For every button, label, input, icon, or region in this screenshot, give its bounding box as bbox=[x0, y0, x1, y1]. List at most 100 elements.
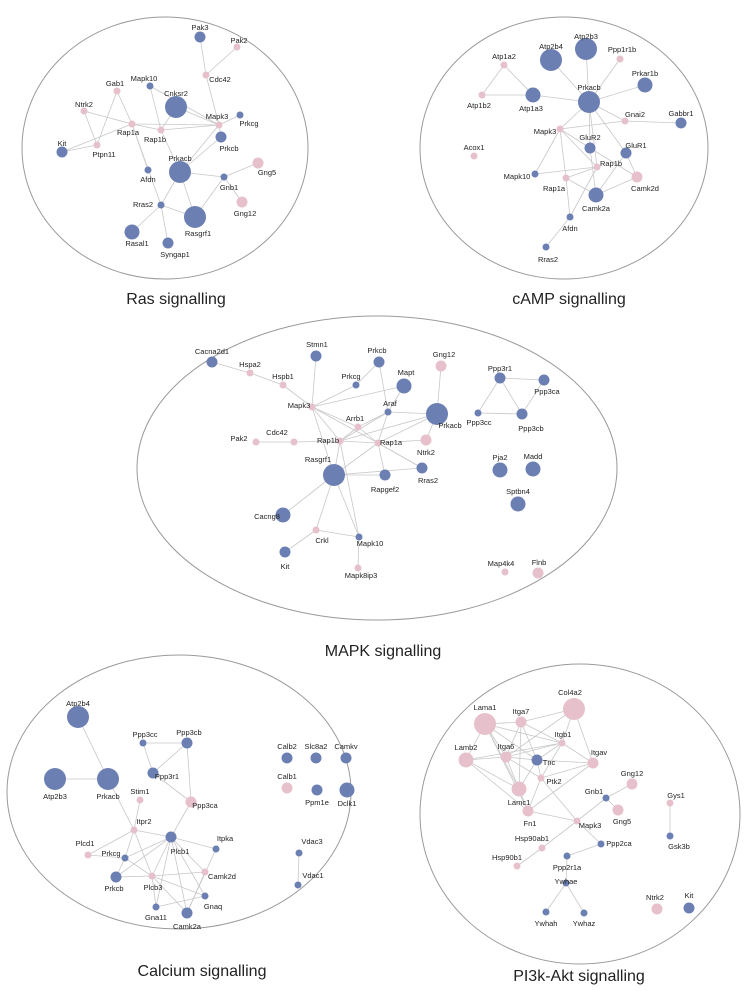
edge-itga7-itga6 bbox=[505, 721, 522, 758]
edge-mapk10-mapk8ip3 bbox=[357, 536, 360, 569]
edge-ptk2-fn1 bbox=[527, 777, 542, 812]
node-label-ppm1e: Ppm1e bbox=[305, 798, 329, 807]
node-gnb1 bbox=[602, 794, 610, 802]
edge-rap1a-rap1b bbox=[131, 123, 162, 131]
panel-mapk-signalling: Ppp3r1Cacna2d1Stmn1Gng12Ppp3caPrkcbHspa2… bbox=[136, 315, 618, 660]
node-gna11 bbox=[152, 903, 160, 911]
node-sptbn4 bbox=[510, 496, 526, 512]
edge-rap1a-mapk3 bbox=[131, 123, 220, 126]
node-label-prkar1b: Prkar1b bbox=[632, 69, 658, 78]
node-label-itgav: Itgav bbox=[591, 748, 608, 757]
node-label-atp2b3: Atp2b3 bbox=[574, 32, 598, 41]
node-stmn1 bbox=[310, 350, 322, 362]
panel-outline bbox=[419, 16, 709, 280]
node-label-rras2: Rras2 bbox=[538, 255, 558, 264]
node-label-camk2a: Camk2a bbox=[582, 204, 611, 213]
node-label-lamb2: Lamb2 bbox=[455, 743, 478, 752]
node-label-cdc42: Cdc42 bbox=[266, 428, 288, 437]
node-label-prkcg: Prkcg bbox=[101, 849, 120, 858]
node-label-calb2: Calb2 bbox=[277, 742, 297, 751]
edge-tnc-itgav bbox=[536, 759, 594, 764]
edge-itpr2-plcb3 bbox=[133, 829, 153, 877]
node-label-itpr2: Itpr2 bbox=[136, 817, 151, 826]
edge-mapk10-rap1b bbox=[534, 166, 598, 175]
node-label-mapt: Mapt bbox=[398, 368, 416, 377]
node-label-crkl: Crkl bbox=[315, 536, 329, 545]
node-plcb3 bbox=[148, 872, 156, 880]
node-prkacb bbox=[169, 161, 191, 183]
edge-mapk10-rap1b bbox=[149, 85, 162, 131]
node-rap1b bbox=[336, 437, 344, 445]
node-label-camk2d: Camk2d bbox=[208, 872, 236, 881]
edge-itpr2-prkcg bbox=[124, 829, 135, 859]
node-syngap1 bbox=[162, 237, 174, 249]
node-itgb1 bbox=[558, 739, 566, 747]
node-camk2a bbox=[181, 907, 193, 919]
node-calb1 bbox=[281, 782, 293, 794]
edge-rap1b-afdn bbox=[569, 166, 598, 218]
node-label-kit: Kit bbox=[281, 562, 291, 571]
node-label-gnb1: Gnb1 bbox=[585, 787, 603, 796]
node-ntrk2 bbox=[80, 107, 88, 115]
node-calb2 bbox=[281, 752, 293, 764]
node-itga7 bbox=[515, 716, 527, 728]
node-label-ntrk2: Ntrk2 bbox=[417, 448, 435, 457]
node-label-itga7: Itga7 bbox=[513, 707, 530, 716]
node-label-atp2b4: Atp2b4 bbox=[539, 42, 563, 51]
edge-col4a2-itga6 bbox=[505, 708, 575, 758]
node-atp1b2 bbox=[478, 91, 486, 99]
node-label-stim1: Stim1 bbox=[130, 787, 149, 796]
edge-arrb1-rap1b bbox=[339, 426, 359, 442]
node-label-ppp3r1: Ppp3r1 bbox=[488, 364, 512, 373]
edge-prkcg-mapk3 bbox=[311, 384, 357, 408]
node-ppp3cc bbox=[474, 409, 482, 417]
edge-mapk3-rap1b bbox=[559, 128, 598, 168]
edge-mapk10-mapk3 bbox=[534, 128, 561, 175]
node-label-pak2: Pak2 bbox=[230, 36, 247, 45]
node-label-prkcg: Prkcg bbox=[239, 119, 258, 128]
node-label-col4a2: Col4a2 bbox=[558, 688, 582, 697]
node-prkcb bbox=[215, 131, 227, 143]
node-rasgrf1 bbox=[184, 206, 206, 228]
edge-ptk2-mapk3 bbox=[540, 777, 578, 822]
node-label-gnaq: Gnaq bbox=[204, 902, 222, 911]
node-cdc42 bbox=[202, 71, 210, 79]
edge-itga7-itgb1 bbox=[520, 721, 563, 744]
node-plcd1 bbox=[84, 851, 92, 859]
edge-hspa2-hspb1 bbox=[249, 372, 284, 386]
node-mapk3 bbox=[556, 125, 564, 133]
node-label-hspb1: Hspb1 bbox=[272, 372, 294, 381]
node-ppp2ca bbox=[597, 840, 605, 848]
node-rap1a bbox=[128, 120, 136, 128]
node-atp2b3 bbox=[44, 768, 66, 790]
node-label-itgb1: Itgb1 bbox=[555, 730, 572, 739]
node-crkl bbox=[312, 526, 320, 534]
node-label-rras2: Rras2 bbox=[133, 200, 153, 209]
node-label-rap1a: Rap1a bbox=[543, 184, 566, 193]
edge-mapk3-rap1a bbox=[311, 406, 379, 444]
node-label-mapk10: Mapk10 bbox=[131, 74, 158, 83]
node-label-itga6: Itga6 bbox=[498, 742, 515, 751]
edge-ppp2r1a-ywhae bbox=[565, 855, 568, 884]
node-map4k4 bbox=[501, 568, 509, 576]
node-plcb1 bbox=[165, 831, 177, 843]
edge-rap1b-rap1a bbox=[339, 440, 379, 444]
node-ppp3cc bbox=[139, 739, 147, 747]
node-label-gng12: Gng12 bbox=[433, 350, 456, 359]
node-label-mapk3: Mapk3 bbox=[534, 127, 557, 136]
node-label-itpka: Itpka bbox=[217, 834, 234, 843]
node-cacng8 bbox=[275, 507, 291, 523]
edge-itpka-camk2a bbox=[186, 848, 217, 914]
node-label-araf: Araf bbox=[383, 399, 398, 408]
node-gabbr1 bbox=[675, 117, 687, 129]
node-label-acox1: Acox1 bbox=[464, 143, 485, 152]
node-rras2 bbox=[542, 243, 550, 251]
edge-prkcb-araf bbox=[378, 361, 389, 413]
node-gys1 bbox=[666, 799, 674, 807]
node-label-rap1b: Rap1b bbox=[600, 159, 622, 168]
edge-plcb3-camk2d bbox=[151, 871, 206, 877]
panel-title: MAPK signalling bbox=[325, 643, 442, 660]
node-rap1b bbox=[593, 163, 601, 171]
edge-ppp3ca-ppp3cb bbox=[521, 379, 545, 415]
